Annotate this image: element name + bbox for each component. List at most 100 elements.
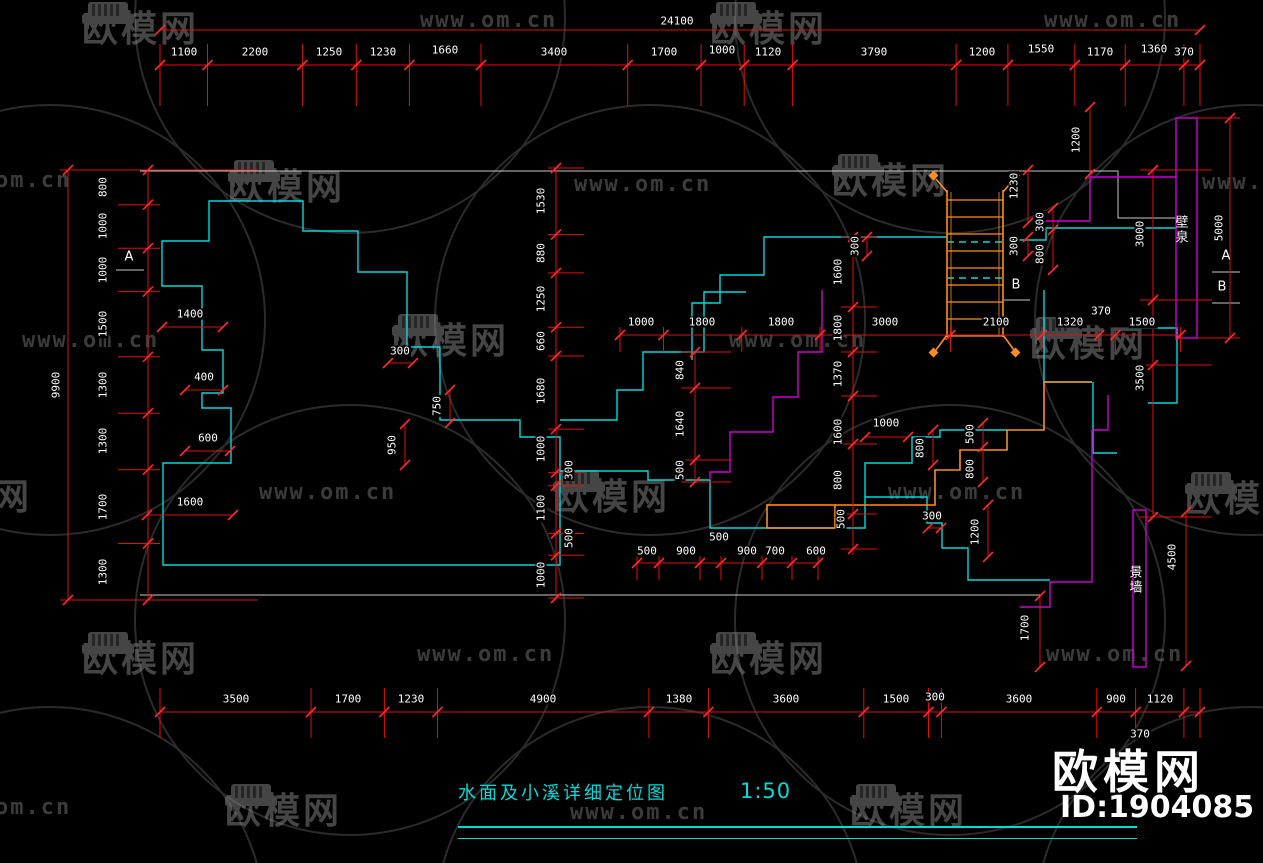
dim-label: 1250 (534, 284, 548, 314)
dim-label: 1120 (1145, 692, 1175, 706)
dim-label: 1000 (534, 560, 548, 590)
dim-label: 1800 (687, 315, 717, 329)
dim-label: 1680 (534, 376, 548, 406)
dim-label: 1000 (534, 434, 548, 464)
dim-label: 1320 (1055, 315, 1085, 329)
dim-label: 900 (675, 544, 697, 558)
dim-label: 1530 (534, 186, 548, 216)
dim-label: 1640 (673, 409, 687, 439)
dim-label: 1300 (96, 370, 110, 400)
dim-label: 1550 (1026, 42, 1056, 56)
dim-label: 1000 (96, 211, 110, 241)
dim-label: 300 (389, 344, 411, 358)
dim-label: 1200 (967, 45, 997, 59)
annotation-label: A (1221, 248, 1231, 264)
dim-label: 900 (1105, 692, 1127, 706)
dim-label: 880 (534, 242, 548, 264)
dim-label: 1230 (368, 45, 398, 59)
dim-label: 1000 (707, 43, 737, 57)
dim-label: 300 (1007, 235, 1021, 257)
dim-label: 660 (534, 330, 548, 352)
dim-label: 1170 (1085, 45, 1115, 59)
dim-label: 1300 (96, 557, 110, 587)
dim-label: 2200 (240, 45, 270, 59)
dim-label: 4900 (528, 692, 558, 706)
dim-label: 950 (385, 434, 399, 456)
dim-label: 1700 (333, 692, 363, 706)
dim-label: 300 (848, 235, 862, 257)
dim-label: 1660 (430, 43, 460, 57)
dim-label: 1230 (1007, 171, 1021, 201)
dim-label: 1000 (96, 255, 110, 285)
dim-label: 1100 (534, 493, 548, 523)
dim-label: 4500 (1165, 542, 1179, 572)
model-id-text: ID:1904085 (1060, 790, 1255, 825)
dim-label: 500 (562, 527, 576, 549)
dim-label: 300 (562, 459, 576, 481)
dim-label: 1700 (1018, 613, 1032, 643)
dim-label: 1100 (169, 45, 199, 59)
dim-label: 300 (1033, 211, 1047, 233)
dim-label: 1250 (314, 45, 344, 59)
dimension-lines (60, 29, 1240, 738)
dim-label: 1230 (396, 692, 426, 706)
dim-label: 1800 (831, 313, 845, 343)
water-outline (161, 200, 1178, 581)
dim-label: 2100 (981, 315, 1011, 329)
dim-label: 1370 (831, 359, 845, 389)
dim-label: 1600 (175, 495, 205, 509)
dim-label: 3400 (539, 45, 569, 59)
dim-label: 370 (1129, 727, 1151, 741)
dim-label: 1500 (1127, 315, 1157, 329)
dim-label: 300 (921, 509, 943, 523)
dim-label: 1400 (175, 307, 205, 321)
dim-label: 9900 (49, 370, 63, 400)
dim-label: 1000 (871, 416, 901, 430)
dim-label: 800 (1033, 243, 1047, 265)
dim-label: 1360 (1139, 42, 1169, 56)
dim-label: 500 (636, 544, 658, 558)
dim-label: 500 (834, 508, 848, 530)
dim-label: 800 (831, 469, 845, 491)
dim-label: 700 (764, 544, 786, 558)
title-underline-2 (458, 838, 1137, 839)
dim-label: 600 (197, 431, 219, 445)
dim-label: 3500 (221, 692, 251, 706)
dim-label: 5000 (1212, 213, 1226, 243)
dim-label: 1200 (968, 517, 982, 547)
dim-label: 3500 (1133, 363, 1147, 393)
dim-label: 1200 (1069, 125, 1083, 155)
dim-label: 370 (1090, 304, 1112, 318)
dim-label: 1380 (664, 692, 694, 706)
drawing-scale: 1:50 (740, 779, 792, 803)
dim-label: 750 (430, 395, 444, 417)
dim-label: 840 (673, 359, 687, 381)
dim-label: 1500 (881, 692, 911, 706)
dim-label: 3000 (1133, 219, 1147, 249)
dim-label: 500 (963, 423, 977, 445)
annotation-label: B (1217, 279, 1227, 295)
dim-label: 1120 (753, 45, 783, 59)
dim-label: 800 (96, 176, 110, 198)
dim-label: 3600 (1004, 692, 1034, 706)
annotation-label: 壁泉 (1172, 215, 1188, 245)
dim-label: 3000 (870, 315, 900, 329)
annotation-label: A (124, 249, 134, 265)
dim-label: 1000 (626, 315, 656, 329)
dim-label: 370 (1173, 45, 1195, 59)
site-logo-text: 欧模网 (1052, 745, 1205, 799)
dim-label: 800 (913, 437, 927, 459)
dim-label: 1600 (831, 257, 845, 287)
annotation-label: B (1011, 277, 1021, 293)
dim-label: 1800 (766, 315, 796, 329)
reference-lines (116, 170, 1240, 596)
dim-label: 800 (963, 458, 977, 480)
dim-label: 500 (708, 530, 730, 544)
dim-label: 24100 (659, 14, 695, 28)
dim-label: 1700 (96, 492, 110, 522)
dimension-ticks (62, 24, 1236, 718)
dim-label: 400 (193, 370, 215, 384)
dim-label: 1700 (649, 45, 679, 59)
